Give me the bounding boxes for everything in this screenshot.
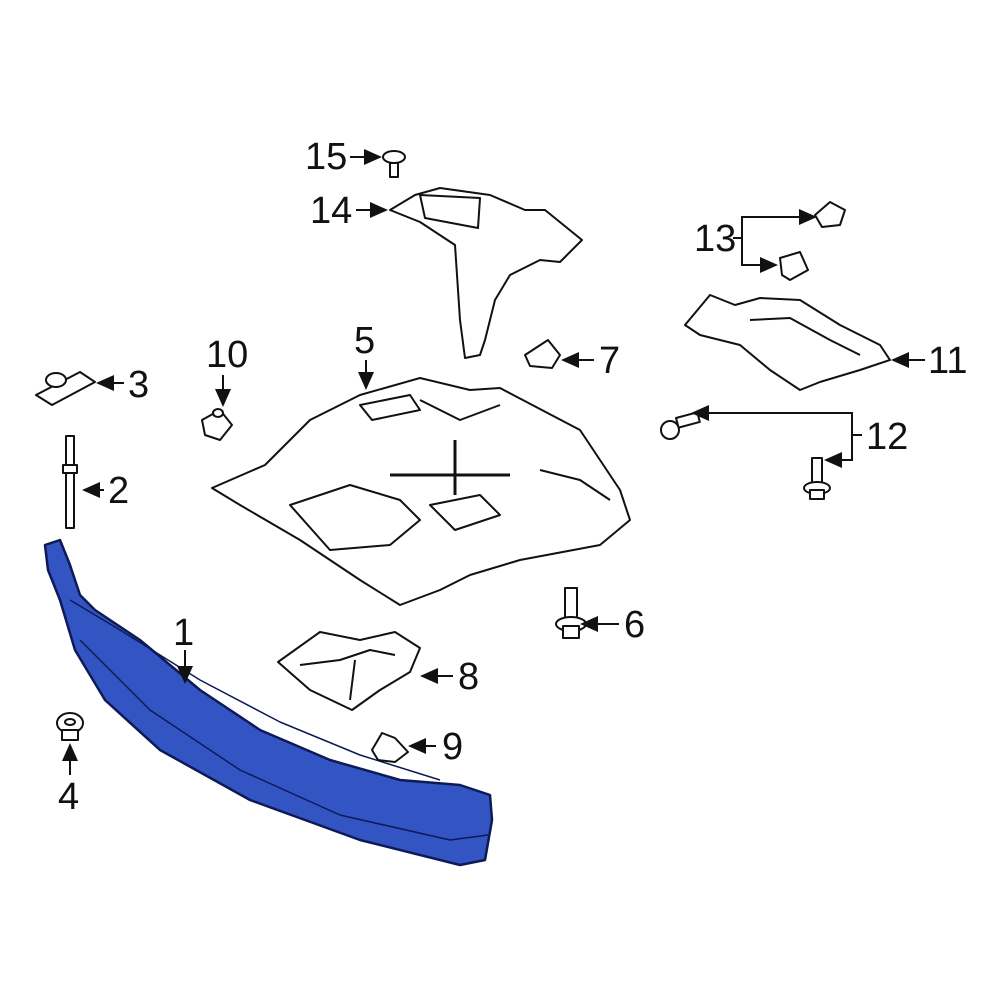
part-12-bolts[interactable]	[660, 411, 831, 500]
callout-15: 15	[305, 136, 348, 178]
callout-13: 13	[694, 218, 737, 260]
part-10-u-nut[interactable]	[201, 408, 233, 441]
callout-2: 2	[108, 470, 130, 512]
callout-8: 8	[458, 656, 480, 698]
part-8-plate[interactable]	[277, 631, 421, 711]
callout-3: 3	[128, 364, 150, 406]
leader-lines	[62, 149, 925, 775]
part-6-bolt[interactable]	[555, 587, 587, 639]
part-15-bolt[interactable]	[382, 150, 406, 178]
part-9-clip[interactable]	[371, 732, 409, 763]
callout-7: 7	[599, 340, 621, 382]
callout-10: 10	[206, 334, 249, 376]
part-2-pin[interactable]	[62, 435, 78, 529]
callout-14: 14	[310, 190, 353, 232]
callout-6: 6	[624, 604, 646, 646]
part-4-retainer[interactable]	[56, 712, 84, 741]
part-3-u-nut[interactable]	[35, 371, 96, 406]
part-13-nuts[interactable]	[779, 201, 846, 281]
part-11-side-shield[interactable]	[684, 294, 891, 391]
part-14-bracket[interactable]	[389, 187, 583, 359]
callout-5: 5	[354, 320, 376, 362]
callout-11: 11	[928, 340, 968, 382]
callout-12: 12	[866, 416, 909, 458]
callout-9: 9	[442, 726, 464, 768]
part-5-shield[interactable]	[211, 377, 631, 606]
part-7-clip-nut[interactable]	[524, 339, 561, 369]
callout-4: 4	[58, 776, 80, 818]
callout-1: 1	[173, 612, 195, 654]
part-1-valance[interactable]	[43, 538, 494, 867]
